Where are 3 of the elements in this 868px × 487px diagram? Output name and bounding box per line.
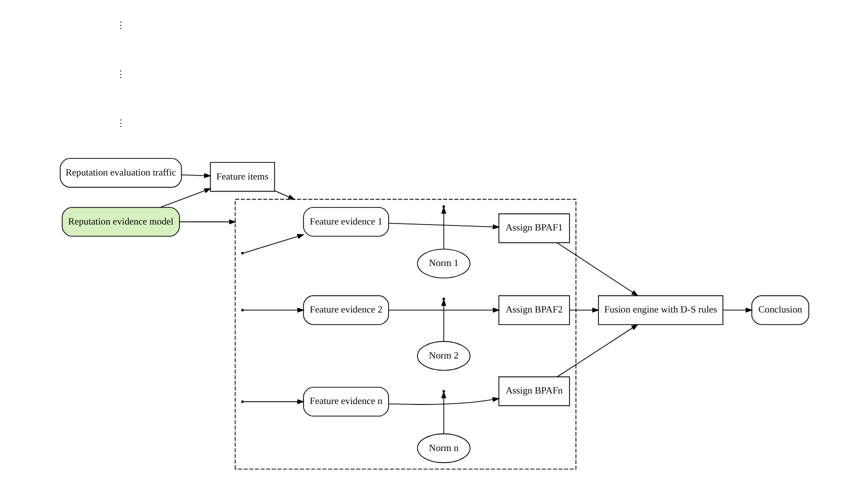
label: ⋮ [115,20,126,32]
label: ⋮ [115,118,126,130]
label: ⋮ [115,69,126,80]
